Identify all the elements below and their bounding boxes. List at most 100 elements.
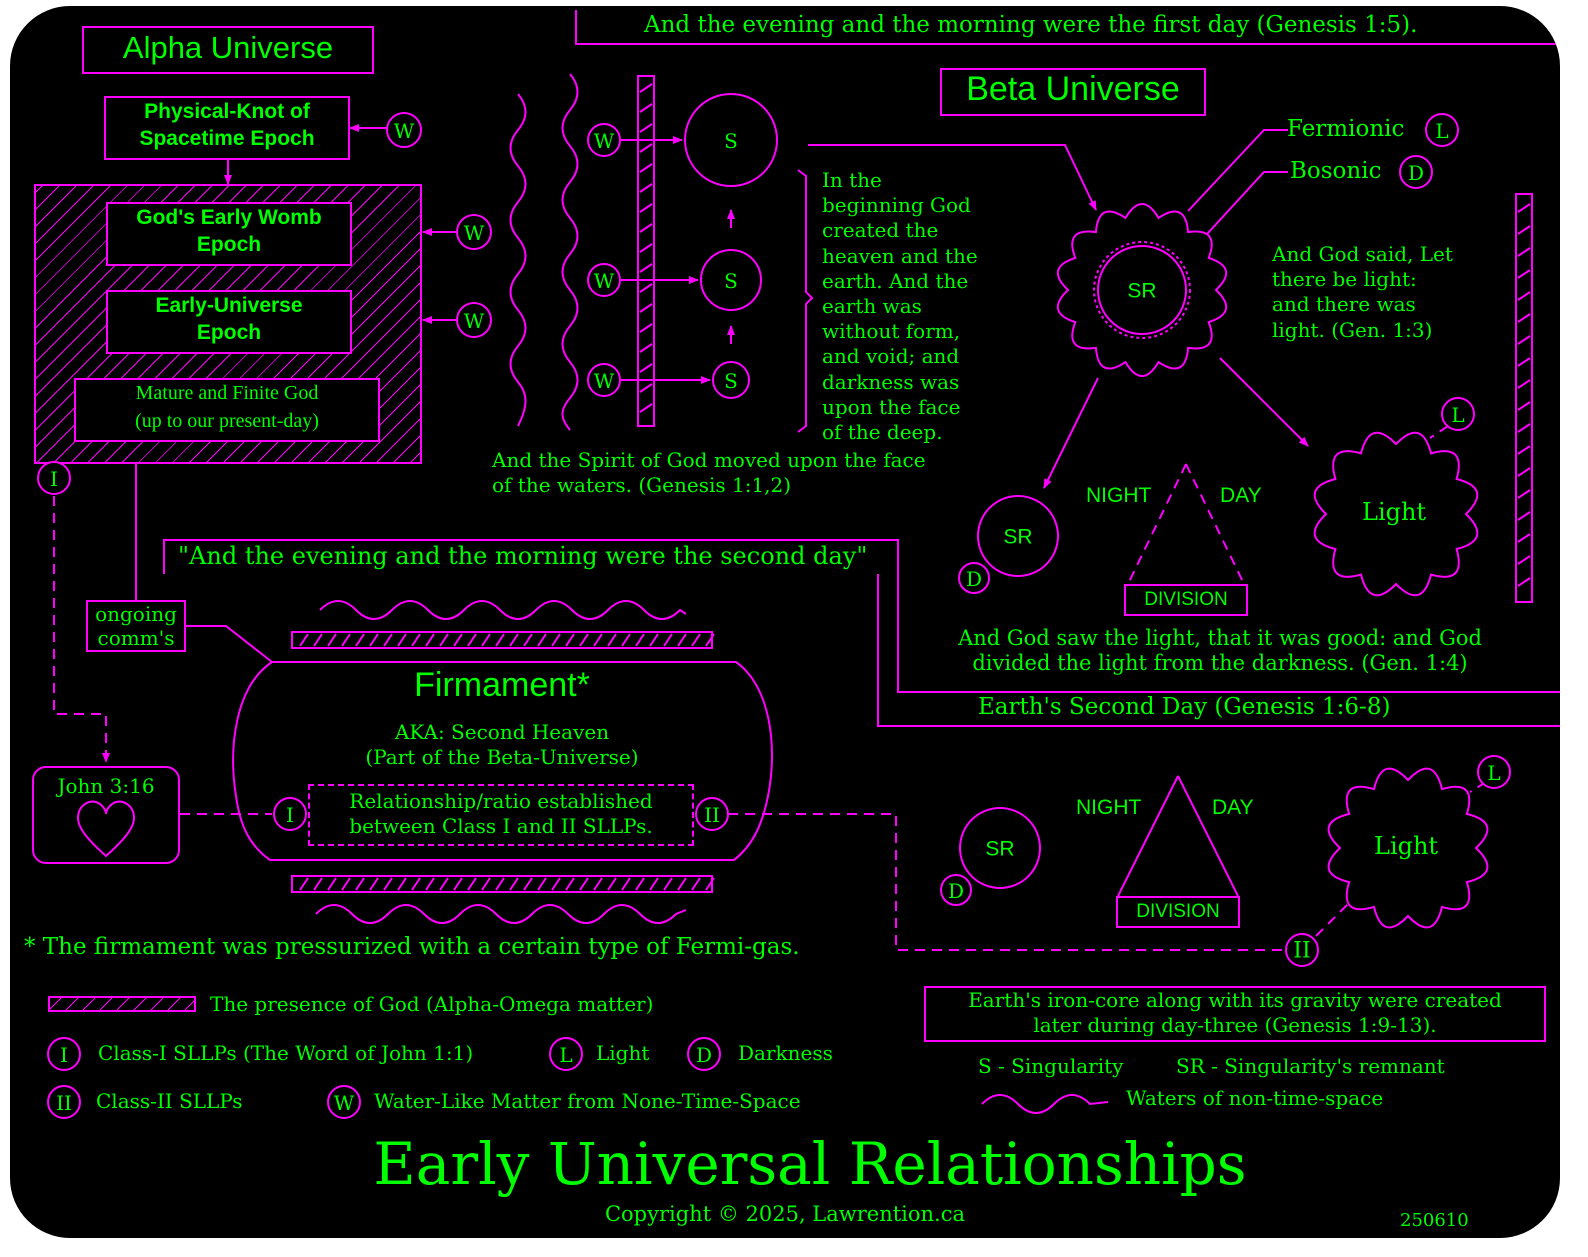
waters-wave-right bbox=[561, 73, 579, 431]
class-ii-marker-light: II bbox=[1285, 933, 1319, 967]
saw-light-line2: divided the light from the darkness. (Ge… bbox=[972, 651, 1468, 675]
w-marker-early: W bbox=[456, 302, 492, 338]
sr-top-d-marker: D bbox=[958, 562, 990, 594]
early-universe-line2: Epoch bbox=[196, 321, 262, 344]
class-i-marker-firmament: I bbox=[273, 797, 307, 831]
aka-line1: AKA: Second Heaven bbox=[394, 720, 610, 744]
sr-label-flower: SR bbox=[1127, 280, 1156, 303]
footnote: * The firmament was pressurized with a c… bbox=[24, 934, 800, 960]
legend-w-marker: W bbox=[327, 1085, 361, 1119]
division-box-top bbox=[1124, 584, 1248, 616]
svg-text:I: I bbox=[50, 467, 58, 491]
svg-text:II: II bbox=[704, 803, 720, 827]
division-label-top: DIVISION bbox=[1144, 589, 1228, 610]
day-label-bottom: DAY bbox=[1212, 796, 1254, 819]
firmament-presence-hatch bbox=[299, 633, 715, 891]
w-marker-s-top: W bbox=[587, 123, 621, 157]
svg-text:S: S bbox=[724, 269, 738, 293]
sr-circle-bottom bbox=[959, 807, 1041, 889]
genesis-verse-line-6: earth was bbox=[822, 294, 922, 318]
legend-class2: Class-II SLLPs bbox=[96, 1089, 243, 1113]
w-marker-s-low: W bbox=[587, 363, 621, 397]
s-circle-large: S bbox=[684, 93, 778, 187]
light-label-bottom: Light bbox=[1374, 832, 1439, 860]
genesis-verse-line-3: created the bbox=[822, 218, 939, 243]
legend-presence: The presence of God (Alpha-Omega matter) bbox=[210, 992, 654, 1016]
svg-text:W: W bbox=[464, 221, 485, 245]
womb-epoch-line1: God's Early Womb bbox=[136, 206, 322, 229]
night-label-top: NIGHT bbox=[1086, 484, 1152, 507]
s-circle-mid: S bbox=[700, 249, 762, 311]
bosonic-label: Bosonic bbox=[1290, 158, 1382, 184]
genesis-verse-line-8: and void; and bbox=[822, 344, 960, 369]
womb-epoch-box bbox=[106, 202, 352, 266]
firmament-wave-bottom bbox=[315, 904, 687, 924]
firmament-wave-top bbox=[319, 600, 687, 620]
svg-text:D: D bbox=[1408, 161, 1424, 185]
light-verse-line-2: there be light: bbox=[1272, 267, 1417, 292]
beta-title: Beta Universe bbox=[966, 70, 1180, 108]
svg-text:SR: SR bbox=[1003, 526, 1032, 549]
mature-god-line1: Mature and Finite God bbox=[135, 382, 319, 404]
womb-epoch-line2: Epoch bbox=[196, 233, 262, 256]
w-marker-womb: W bbox=[456, 214, 492, 250]
diagram-board: Alpha Universe Physical-Knot of Spacetim… bbox=[10, 6, 1560, 1238]
mature-god-box bbox=[74, 378, 380, 442]
division-triangle-top bbox=[1127, 463, 1245, 585]
genesis-brace bbox=[797, 169, 814, 433]
alpha-title: Alpha Universe bbox=[122, 30, 334, 65]
legend-darkness: Darkness bbox=[738, 1041, 833, 1065]
genesis-verse-line-2: beginning God bbox=[822, 193, 971, 218]
svg-text:I: I bbox=[60, 1043, 68, 1067]
second-day-quote-frame bbox=[163, 539, 1560, 693]
division-label-bottom: DIVISION bbox=[1136, 901, 1220, 922]
genesis-verse-line-4: heaven and the bbox=[822, 243, 978, 268]
s-circle-small: S bbox=[712, 361, 750, 399]
alpha-title-box bbox=[82, 26, 374, 74]
knot-epoch-line1: Physical-Knot of bbox=[144, 100, 310, 123]
legend-waters: Waters of non-time-space bbox=[1126, 1086, 1384, 1110]
ongoing-comms-box bbox=[86, 600, 186, 652]
early-universe-line1: Early-Universe bbox=[155, 294, 303, 317]
division-box-bottom bbox=[1116, 896, 1240, 928]
sr-ring bbox=[1093, 241, 1191, 339]
svg-text:D: D bbox=[948, 879, 964, 903]
knot-epoch-line2: Spacetime Epoch bbox=[139, 127, 315, 150]
light-verse-line-1: And God said, Let bbox=[1272, 242, 1453, 266]
svg-text:W: W bbox=[594, 369, 615, 393]
svg-text:D: D bbox=[696, 1043, 712, 1067]
second-day-banner: Earth's Second Day (Genesis 1:6-8) bbox=[978, 694, 1391, 720]
sr-bottom-d-marker: D bbox=[940, 874, 972, 906]
legend-singularity: S - Singularity bbox=[978, 1054, 1124, 1078]
ii-to-earth-line bbox=[728, 813, 1286, 951]
svg-text:W: W bbox=[594, 129, 615, 153]
relationship-box bbox=[308, 784, 694, 846]
presence-bar-right-hatch bbox=[1517, 203, 1531, 587]
light-cloud-top bbox=[1313, 431, 1479, 597]
svg-text:W: W bbox=[594, 269, 615, 293]
genesis-verse-line-9: darkness was bbox=[822, 369, 960, 394]
svg-text:S: S bbox=[724, 129, 738, 153]
genesis-verse-line-1: In the bbox=[822, 168, 882, 192]
ongoing-comms-line1: ongoing bbox=[95, 602, 177, 626]
svg-text:SR: SR bbox=[1127, 280, 1156, 303]
sr-to-darkness-arrow bbox=[1043, 377, 1099, 489]
svg-text:L: L bbox=[1435, 119, 1448, 143]
iron-core-line1: Earth's iron-core along with its gravity… bbox=[968, 988, 1502, 1012]
l-leader-top bbox=[1429, 425, 1449, 439]
beta-title-box bbox=[940, 68, 1206, 116]
heart-icon bbox=[76, 800, 136, 858]
version-code: 250610 bbox=[1400, 1210, 1469, 1231]
legend-i-marker: I bbox=[47, 1037, 81, 1071]
legend-l-marker: L bbox=[549, 1037, 583, 1071]
sr-circle-top bbox=[977, 495, 1059, 577]
genesis-verse-line-7: without form, bbox=[822, 319, 961, 344]
light-verse-line-4: light. (Gen. 1:3) bbox=[1272, 317, 1433, 342]
firmament-presence-bottom bbox=[291, 875, 713, 893]
w-marker-s-mid: W bbox=[587, 263, 621, 297]
svg-text:SR: SR bbox=[985, 838, 1014, 861]
knot-epoch-box bbox=[104, 96, 350, 160]
relationship-line1: Relationship/ratio established bbox=[349, 789, 653, 813]
iron-core-line2: later during day-three (Genesis 1:9-13). bbox=[1033, 1013, 1437, 1037]
svg-text:L: L bbox=[1487, 761, 1500, 785]
